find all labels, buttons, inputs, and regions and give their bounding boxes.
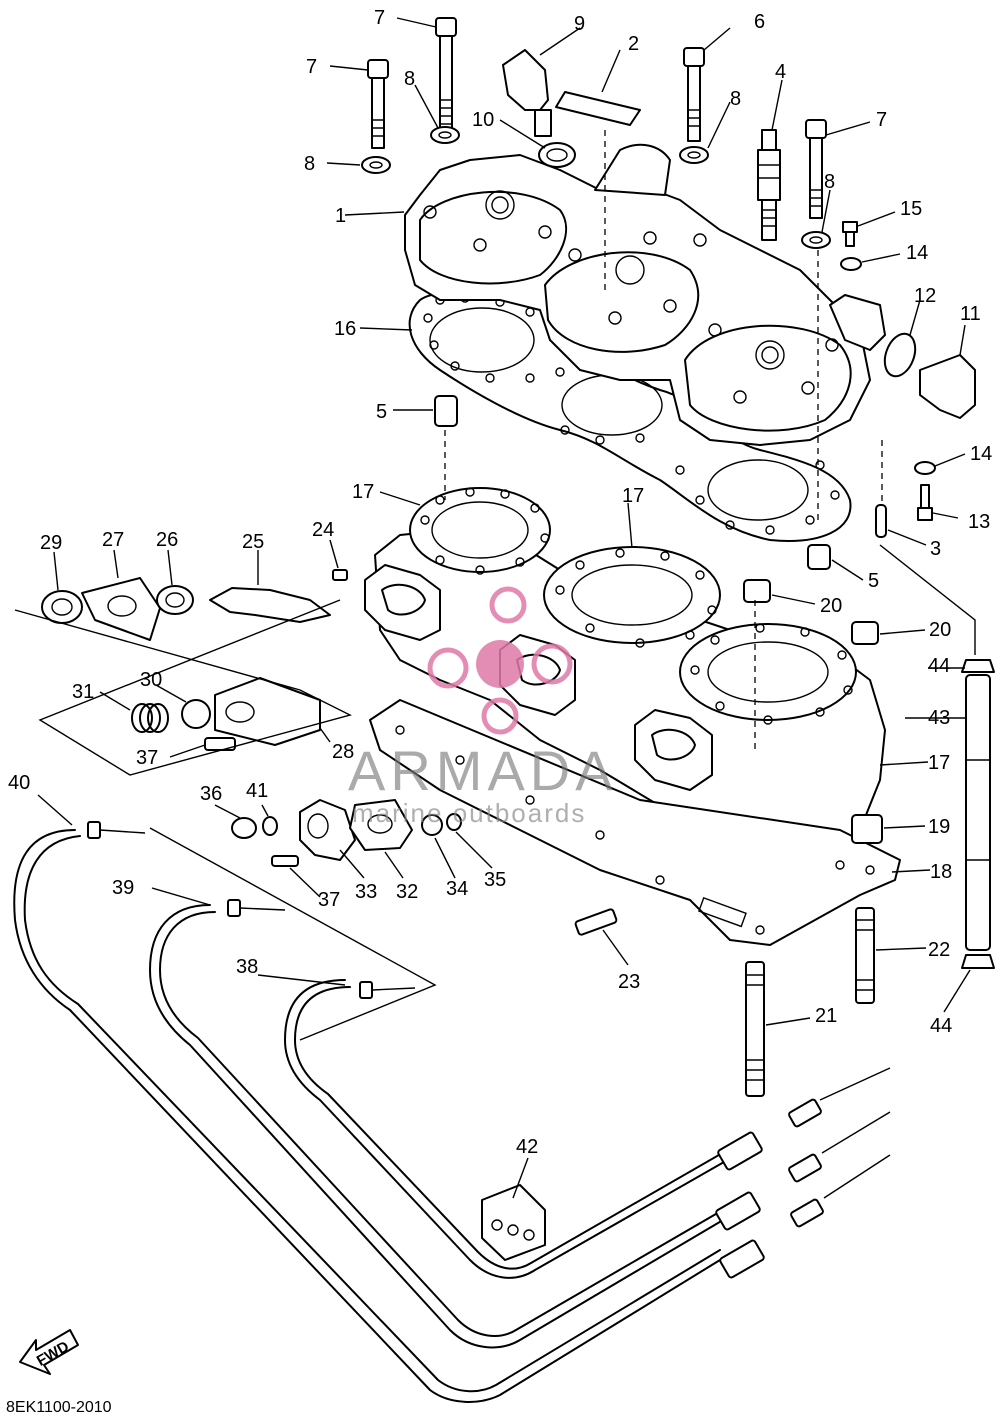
studs-and-rod <box>574 659 995 1097</box>
callout-c17b: 17 <box>622 485 644 507</box>
callout-c24: 24 <box>312 519 334 541</box>
callout-c34: 34 <box>446 878 468 900</box>
watermark-tagline: marine outboards <box>352 798 586 828</box>
callout-c44a: 44 <box>928 655 950 677</box>
armada-logo-icon <box>427 586 573 735</box>
callout-c18: 18 <box>930 861 952 883</box>
callout-c3: 3 <box>930 538 941 560</box>
callout-c6: 6 <box>754 11 765 33</box>
callout-c36: 36 <box>200 783 222 805</box>
callout-c20b: 20 <box>929 619 951 641</box>
callout-c31: 31 <box>72 681 94 703</box>
callout-c37b: 37 <box>318 889 340 911</box>
callout-c19: 19 <box>928 816 950 838</box>
callout-c21: 21 <box>815 1005 837 1027</box>
callout-c7a: 7 <box>374 7 385 29</box>
callout-c22: 22 <box>928 939 950 961</box>
callout-c14a: 14 <box>906 242 928 264</box>
callout-c1: 1 <box>335 205 346 227</box>
fwd-arrow: FWD <box>19 1329 79 1375</box>
callout-c28: 28 <box>332 741 354 763</box>
callout-c39: 39 <box>112 877 134 899</box>
callout-c11: 11 <box>960 303 981 325</box>
assembly-guide-lines <box>14 130 976 1041</box>
intake-parts <box>41 577 462 867</box>
callout-c25: 25 <box>242 531 264 553</box>
callout-c13: 13 <box>968 511 990 533</box>
callout-c17a: 17 <box>352 481 374 503</box>
callout-c38: 38 <box>236 956 258 978</box>
callout-c17c: 17 <box>928 752 950 774</box>
watermark-brand: ARMADA <box>348 739 618 802</box>
callout-c16: 16 <box>334 318 356 340</box>
callout-c41: 41 <box>246 780 268 802</box>
armada-watermark: ARMADA marine outboards <box>348 586 618 828</box>
cylinder-block <box>364 487 886 871</box>
diagram-code: 8EK1100-2010 <box>6 1399 112 1416</box>
callout-c35: 35 <box>484 869 506 891</box>
callout-c7b: 7 <box>306 56 317 78</box>
callout-c5b: 5 <box>868 570 879 592</box>
callout-c4: 4 <box>775 61 786 83</box>
callout-c40: 40 <box>8 772 30 794</box>
callout-c26: 26 <box>156 529 178 551</box>
callout-c23: 23 <box>618 971 640 993</box>
callout-c15: 15 <box>900 198 922 220</box>
callout-c7c: 7 <box>876 109 887 131</box>
callout-c8a: 8 <box>404 68 415 90</box>
callout-c9: 9 <box>574 13 585 35</box>
callout-c5a: 5 <box>376 401 387 423</box>
throttle-choke-cables <box>13 821 891 1403</box>
callout-c20a: 20 <box>820 595 842 617</box>
cylinder-head <box>404 143 886 446</box>
base-gasket <box>369 699 901 946</box>
callout-c8c: 8 <box>730 88 741 110</box>
callout-c42: 42 <box>516 1136 538 1158</box>
callout-c29: 29 <box>40 532 62 554</box>
callout-c44b: 44 <box>930 1015 952 1037</box>
callout-c27: 27 <box>102 529 124 551</box>
callout-c37a: 37 <box>136 747 158 769</box>
callout-c14b: 14 <box>970 443 992 465</box>
head-bolts <box>332 17 976 844</box>
callout-c43: 43 <box>928 707 950 729</box>
callout-c2: 2 <box>628 33 639 55</box>
callout-c8b: 8 <box>304 153 315 175</box>
callout-c12: 12 <box>914 285 936 307</box>
callout-c8d: 8 <box>824 171 835 193</box>
callout-c33: 33 <box>355 881 377 903</box>
callout-c32: 32 <box>396 881 418 903</box>
callout-c30: 30 <box>140 669 162 691</box>
callout-leaders <box>37 17 971 1199</box>
callout-c10: 10 <box>472 109 494 131</box>
